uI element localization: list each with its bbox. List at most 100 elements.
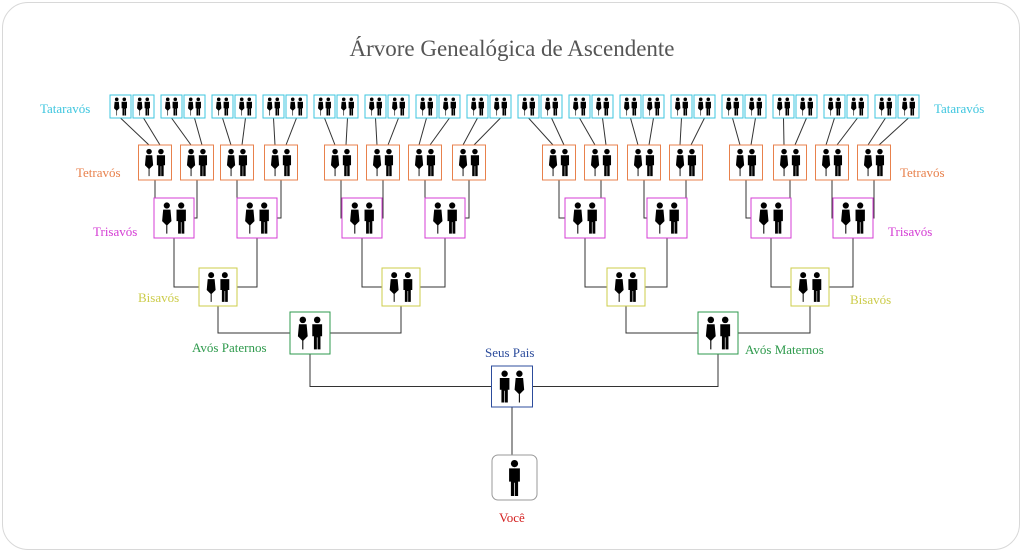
man-body <box>812 279 822 302</box>
man-body <box>631 101 637 116</box>
woman-body <box>522 101 528 116</box>
couple-icon <box>420 97 433 116</box>
tetravos-box <box>542 144 576 181</box>
connector-line <box>878 117 909 146</box>
man-body <box>645 155 655 177</box>
couple-box <box>289 311 331 355</box>
woman-body <box>514 377 525 403</box>
woman-body <box>698 101 704 116</box>
woman-body <box>226 155 236 177</box>
couple-icon <box>297 316 323 350</box>
woman-head <box>146 148 152 155</box>
man-head <box>734 97 739 102</box>
connector-line <box>173 238 199 288</box>
couple-box <box>138 144 172 181</box>
man-body <box>426 155 436 177</box>
couple-box <box>262 94 285 119</box>
woman-head <box>188 97 193 102</box>
man-body <box>773 209 783 234</box>
woman-head <box>902 97 907 102</box>
woman-head <box>574 202 581 209</box>
label-tataravos-right: Tataravós <box>934 101 985 116</box>
woman-head <box>471 97 476 102</box>
man-body <box>450 101 456 116</box>
woman-head <box>416 148 422 155</box>
man-head <box>510 460 519 468</box>
man-body <box>669 209 679 234</box>
man-body <box>720 324 731 350</box>
tataravos-box <box>132 94 155 119</box>
bisavos-box <box>790 267 830 307</box>
woman-body <box>749 101 755 116</box>
couple-box <box>234 94 257 119</box>
woman-body <box>821 155 831 177</box>
woman-head <box>434 202 441 209</box>
woman-body <box>206 279 216 302</box>
label-voce: Você <box>499 510 525 525</box>
woman-body <box>494 101 500 116</box>
couple-box <box>517 94 540 119</box>
man-body <box>259 209 269 234</box>
tetravos-box <box>408 144 442 181</box>
tataravos-box <box>466 94 489 119</box>
man-head <box>240 148 246 155</box>
couple-box <box>564 197 606 239</box>
couple-box <box>584 144 618 181</box>
couple-icon <box>749 97 762 116</box>
woman-body <box>800 101 806 116</box>
couple-box <box>364 94 387 119</box>
man-head <box>910 97 915 102</box>
woman-body <box>779 155 789 177</box>
man-head <box>284 148 290 155</box>
man-body <box>220 279 230 302</box>
couple-box <box>795 94 818 119</box>
woman-body <box>144 155 154 177</box>
bisavos-box <box>381 267 421 307</box>
tetravos-box <box>773 144 807 181</box>
tetravos-box <box>452 144 486 181</box>
couple-icon <box>494 97 507 116</box>
woman-head <box>267 97 272 102</box>
man-head <box>721 316 729 324</box>
woman-body <box>318 101 324 116</box>
label-tetravos-left: Tetravós <box>76 165 121 180</box>
couple-icon <box>458 148 480 177</box>
couple-icon <box>863 148 885 177</box>
woman-body <box>290 101 296 116</box>
couple-box <box>408 144 442 181</box>
connector-line <box>418 117 427 146</box>
woman-head <box>341 97 346 102</box>
man-body <box>348 101 354 116</box>
man-body <box>499 377 510 403</box>
man-head <box>501 370 508 377</box>
woman-body <box>902 101 908 116</box>
tataravos-box <box>846 94 869 119</box>
man-body <box>384 155 394 177</box>
couple-icon <box>433 202 457 234</box>
woman-body <box>270 155 280 177</box>
couple-icon <box>245 202 269 234</box>
couple-icon <box>675 97 688 116</box>
woman-head <box>781 148 787 155</box>
tataravos-box <box>517 94 540 119</box>
tataravos-box <box>313 94 336 119</box>
man-head <box>400 97 405 102</box>
couple-box <box>568 94 591 119</box>
woman-body <box>633 155 643 177</box>
couple-icon <box>841 202 865 234</box>
couple-box <box>387 94 410 119</box>
woman-head <box>616 272 623 279</box>
man-body <box>478 101 484 116</box>
couple-box <box>198 267 238 307</box>
woman-head <box>318 97 323 102</box>
woman-body <box>596 101 602 116</box>
connector-line <box>330 306 402 334</box>
couple-icon <box>144 148 166 177</box>
man-head <box>562 148 568 155</box>
woman-body <box>372 155 382 177</box>
man-head <box>689 148 695 155</box>
connector-line <box>237 238 258 288</box>
woman-body <box>341 101 347 116</box>
couple-icon <box>114 97 127 116</box>
woman-head <box>392 97 397 102</box>
